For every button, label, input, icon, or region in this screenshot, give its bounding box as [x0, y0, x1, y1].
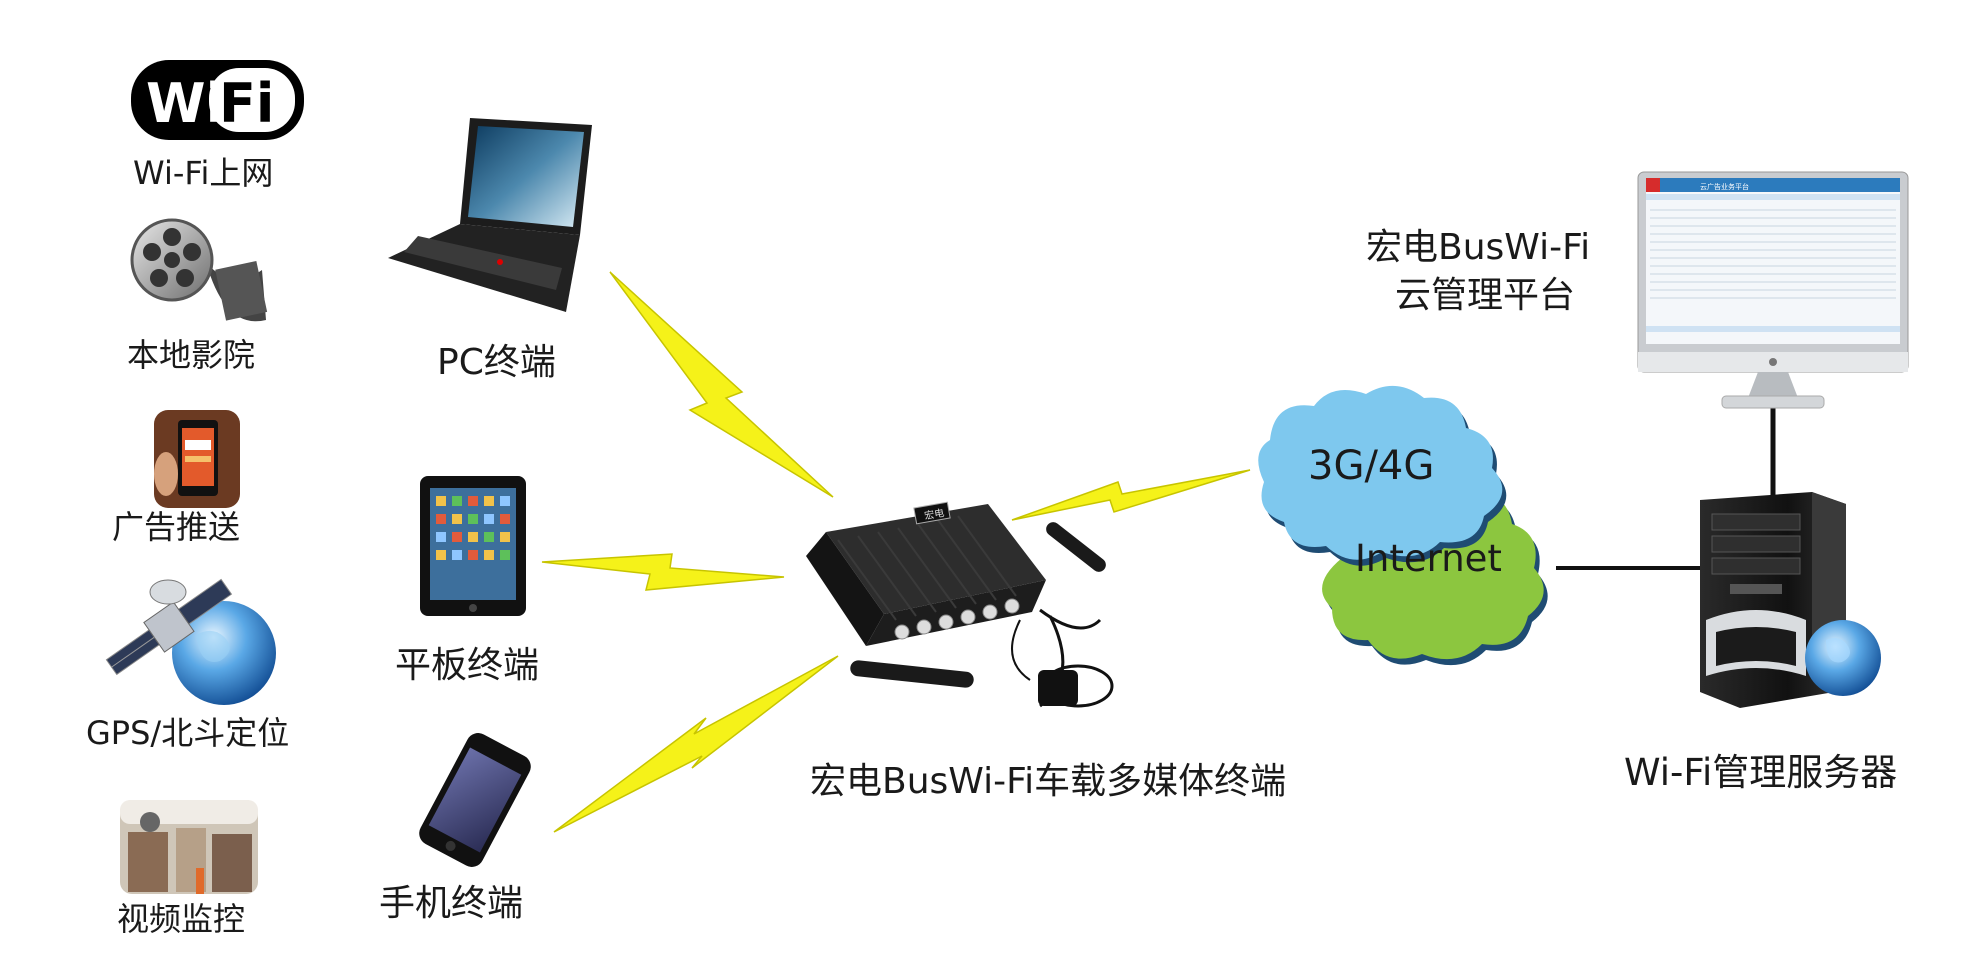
- cellular-network-label: 3G/4G: [1308, 443, 1435, 489]
- wireless-link-tablet-bolt: [541, 553, 785, 591]
- mobile-phone-icon: [419, 733, 531, 867]
- service-label-gps: GPS/北斗定位: [86, 714, 290, 752]
- wireless-link-phone-bolt: [553, 655, 839, 833]
- client-label-pc: PC终端: [437, 342, 556, 383]
- cellular-cloud: [1258, 385, 1507, 566]
- wifi-logo-text-fi: Fi: [219, 72, 274, 135]
- management-server-icon: [1700, 492, 1881, 708]
- server-label: Wi-Fi管理服务器: [1624, 751, 1898, 794]
- monitor-screen-title: 云广告业务平台: [1700, 182, 1749, 191]
- surveillance-camera-icon: [120, 800, 258, 894]
- service-label-video: 视频监控: [117, 900, 246, 938]
- wifi-logo-text-wi: Wi: [146, 72, 224, 135]
- service-label-wifi: Wi-Fi上网: [133, 154, 274, 192]
- device-badge: 宏电: [923, 506, 945, 522]
- wireless-link-cellular-bolt: [1011, 469, 1251, 521]
- film-reel-icon: [130, 218, 268, 322]
- gps-satellite-globe-icon: [105, 578, 276, 705]
- client-label-tablet: 平板终端: [395, 645, 540, 686]
- cloud-platform-label-line2: 云管理平台: [1395, 275, 1576, 316]
- client-label-phone: 手机终端: [379, 883, 524, 924]
- cloud-platform-label-line1: 宏电BusWi-Fi: [1366, 227, 1591, 268]
- wireless-link-pc-bolt: [609, 271, 834, 498]
- ad-phone-icon: [154, 410, 240, 508]
- wifi-logo-icon: Wi Fi: [131, 60, 304, 140]
- internet-label: Internet: [1355, 537, 1502, 580]
- cloud-platform-monitor-icon: 云广告业务平台: [1637, 171, 1909, 409]
- service-label-cinema: 本地影院: [127, 336, 256, 374]
- bus-wifi-terminal-device: 宏电: [806, 501, 1114, 708]
- tablet-icon: [420, 476, 526, 616]
- laptop-icon: [388, 118, 592, 312]
- device-label: 宏电BusWi-Fi车载多媒体终端: [810, 761, 1287, 802]
- service-label-ads: 广告推送: [112, 508, 241, 546]
